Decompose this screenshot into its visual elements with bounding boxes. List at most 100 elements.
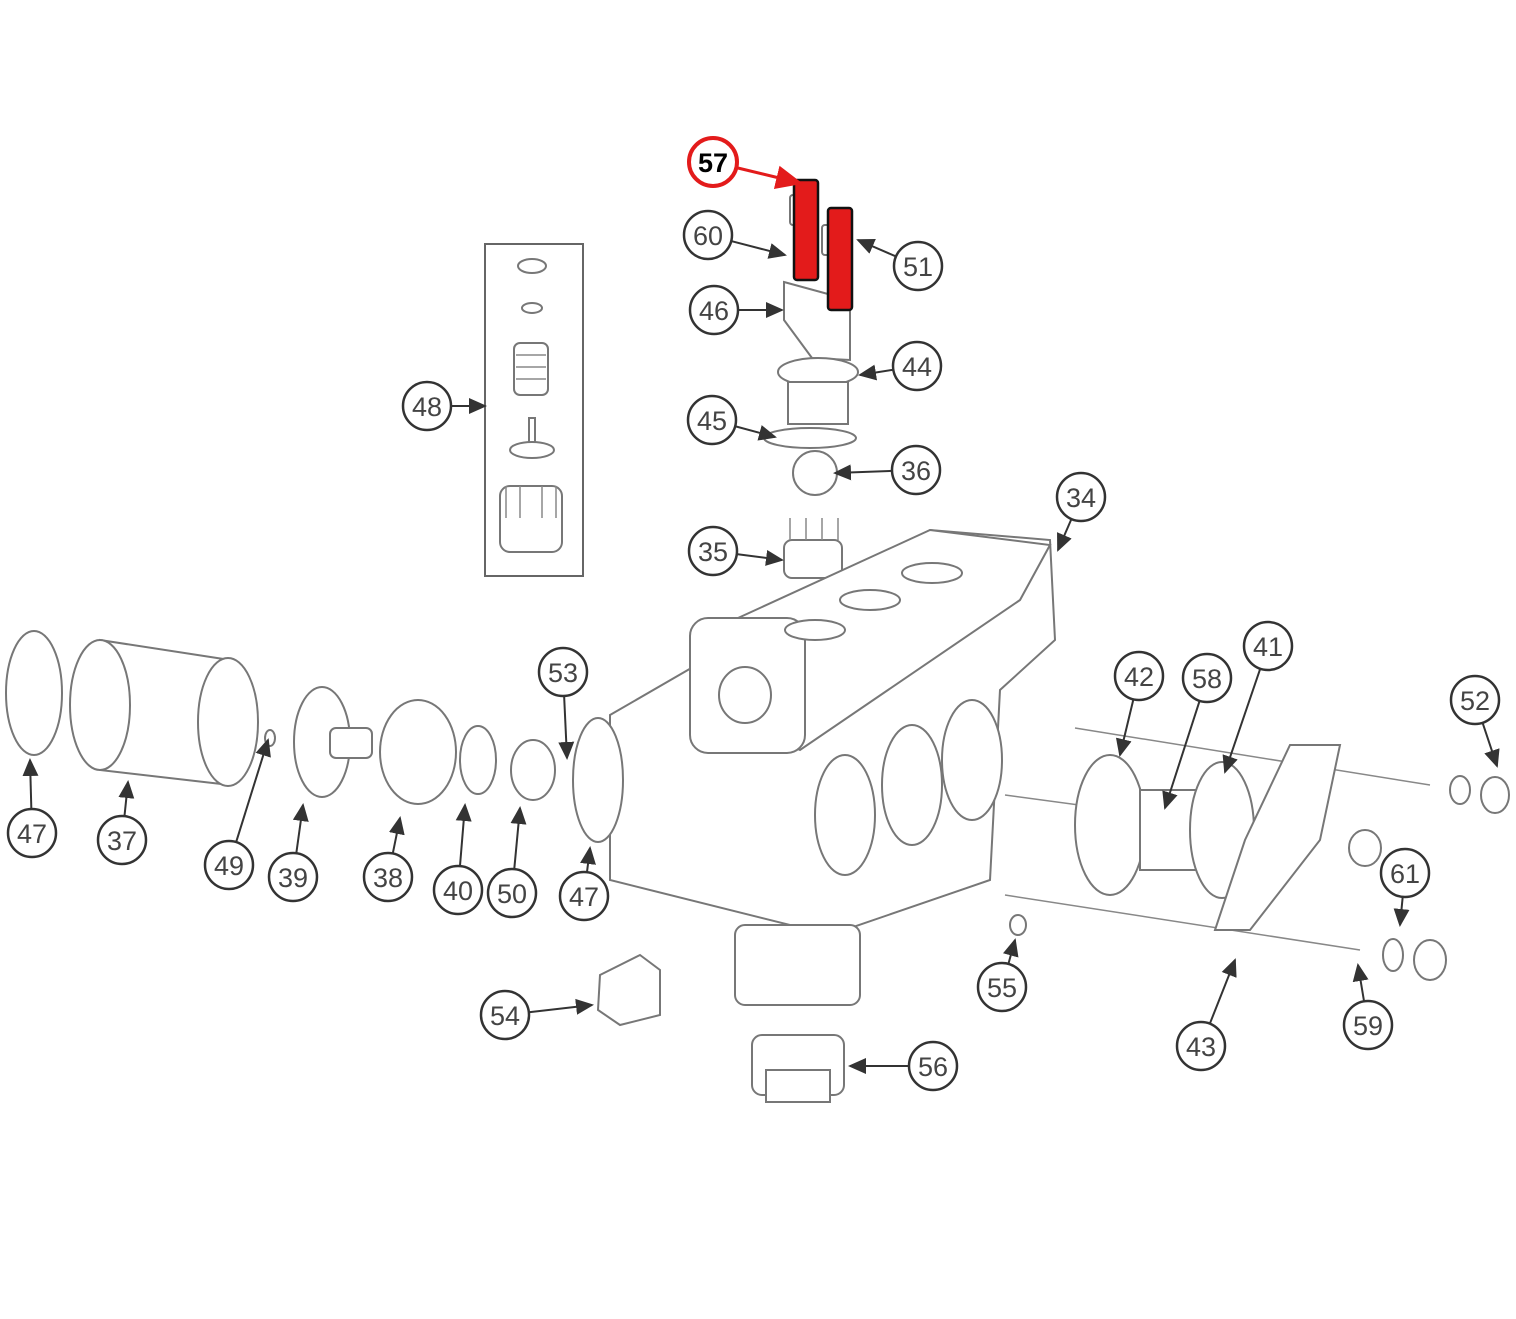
callout-42: 42 — [1113, 650, 1165, 757]
leader-arrow — [455, 803, 472, 867]
callout-circle — [1175, 1020, 1227, 1072]
leader-arrow — [856, 239, 897, 258]
callout-36: 36 — [833, 444, 942, 496]
callout-38: 38 — [362, 816, 414, 903]
callout-44: 44 — [858, 340, 943, 392]
valve-kit-box — [484, 243, 584, 577]
callout-circle — [976, 961, 1028, 1013]
callout-label: 61 — [1390, 859, 1420, 889]
callout-label: 39 — [278, 863, 308, 893]
callout-58: 58 — [1162, 652, 1233, 810]
callout-circle — [890, 444, 942, 496]
right-assembly — [1004, 727, 1510, 981]
callout-circle — [6, 807, 58, 859]
callout-label: 41 — [1253, 632, 1283, 662]
callout-circle — [537, 646, 589, 698]
callout-circle — [267, 851, 319, 903]
callout-53: 53 — [537, 646, 589, 760]
callout-label: 43 — [1186, 1032, 1216, 1062]
callout-47: 47 — [6, 758, 58, 859]
callout-label: 36 — [901, 456, 931, 486]
leader-arrow — [388, 816, 405, 854]
callout-circle — [96, 814, 148, 866]
callout-37: 37 — [96, 780, 148, 866]
callout-59: 59 — [1342, 963, 1394, 1051]
callout-label: 42 — [1124, 662, 1154, 692]
leader-arrow — [730, 240, 787, 259]
leader-arrow — [1115, 699, 1135, 757]
callout-label: 55 — [987, 973, 1017, 1003]
callout-circle — [687, 525, 739, 577]
callout-circle — [1113, 650, 1165, 702]
callout-circle — [1449, 674, 1501, 726]
callout-circle — [907, 1040, 959, 1092]
callout-label: 52 — [1460, 686, 1490, 716]
callout-circle — [1181, 652, 1233, 704]
leader-arrow — [734, 425, 777, 441]
callout-41: 41 — [1222, 620, 1294, 774]
callout-54: 54 — [479, 989, 594, 1041]
callout-circle — [203, 839, 255, 891]
callout-circle — [1342, 999, 1394, 1051]
leader-arrow — [833, 464, 893, 481]
callout-57: 57 — [687, 136, 803, 190]
highlighted-rods-57 — [792, 178, 854, 312]
callout-48: 48 — [401, 380, 487, 432]
callout-label: 45 — [697, 406, 727, 436]
callout-40: 40 — [432, 803, 484, 916]
leader-arrow — [1208, 958, 1237, 1025]
leader-arrow — [735, 165, 803, 190]
leader-arrow — [528, 998, 594, 1015]
callout-39: 39 — [267, 803, 319, 903]
callout-circle — [688, 284, 740, 336]
callout-label: 38 — [373, 863, 403, 893]
callout-label: 47 — [569, 882, 599, 912]
callout-label: 51 — [903, 252, 933, 282]
callout-34: 34 — [1055, 471, 1107, 552]
leader-arrow — [1057, 518, 1073, 552]
leader-arrow — [1481, 722, 1500, 768]
callout-circle — [682, 209, 734, 261]
callout-circle — [362, 851, 414, 903]
left-assembly — [5, 630, 624, 843]
leader-arrow — [118, 780, 135, 817]
callout-label: 48 — [412, 392, 442, 422]
callout-circle — [1379, 847, 1431, 899]
callout-61: 61 — [1379, 847, 1431, 927]
callout-43: 43 — [1175, 958, 1237, 1072]
callout-47: 47 — [558, 846, 610, 922]
leader-arrow — [1162, 700, 1201, 810]
callout-55: 55 — [976, 938, 1028, 1013]
callout-51: 51 — [856, 239, 944, 292]
callout-label: 50 — [497, 879, 527, 909]
callout-circle — [479, 989, 531, 1041]
leader-arrow — [510, 806, 527, 870]
callout-label: 49 — [214, 851, 244, 881]
callout-label: 56 — [918, 1052, 948, 1082]
leader-arrow — [1393, 896, 1410, 927]
callout-52: 52 — [1449, 674, 1501, 768]
callout-circle — [1242, 620, 1294, 672]
leader-arrow — [858, 364, 894, 381]
callout-label: 40 — [443, 876, 473, 906]
callout-circle — [486, 867, 538, 919]
callout-label: 35 — [698, 537, 728, 567]
leader-arrow — [580, 846, 596, 873]
callout-46: 46 — [688, 284, 784, 336]
callout-circle — [892, 240, 944, 292]
callout-label: 47 — [17, 819, 47, 849]
leader-arrow — [235, 738, 271, 843]
callout-circle — [1055, 471, 1107, 523]
callout-label: 60 — [693, 221, 723, 251]
callout-label: 59 — [1353, 1011, 1383, 1041]
leader-arrow — [736, 549, 784, 566]
leader-arrow — [1222, 668, 1262, 774]
callout-49: 49 — [203, 738, 271, 891]
plugs — [596, 953, 845, 1103]
callout-circle — [891, 340, 943, 392]
callout-label: 54 — [490, 1001, 520, 1031]
callout-label: 34 — [1066, 483, 1096, 513]
manifold-body — [609, 528, 1057, 1006]
callout-35: 35 — [687, 525, 784, 577]
leader-arrow — [1003, 938, 1019, 965]
